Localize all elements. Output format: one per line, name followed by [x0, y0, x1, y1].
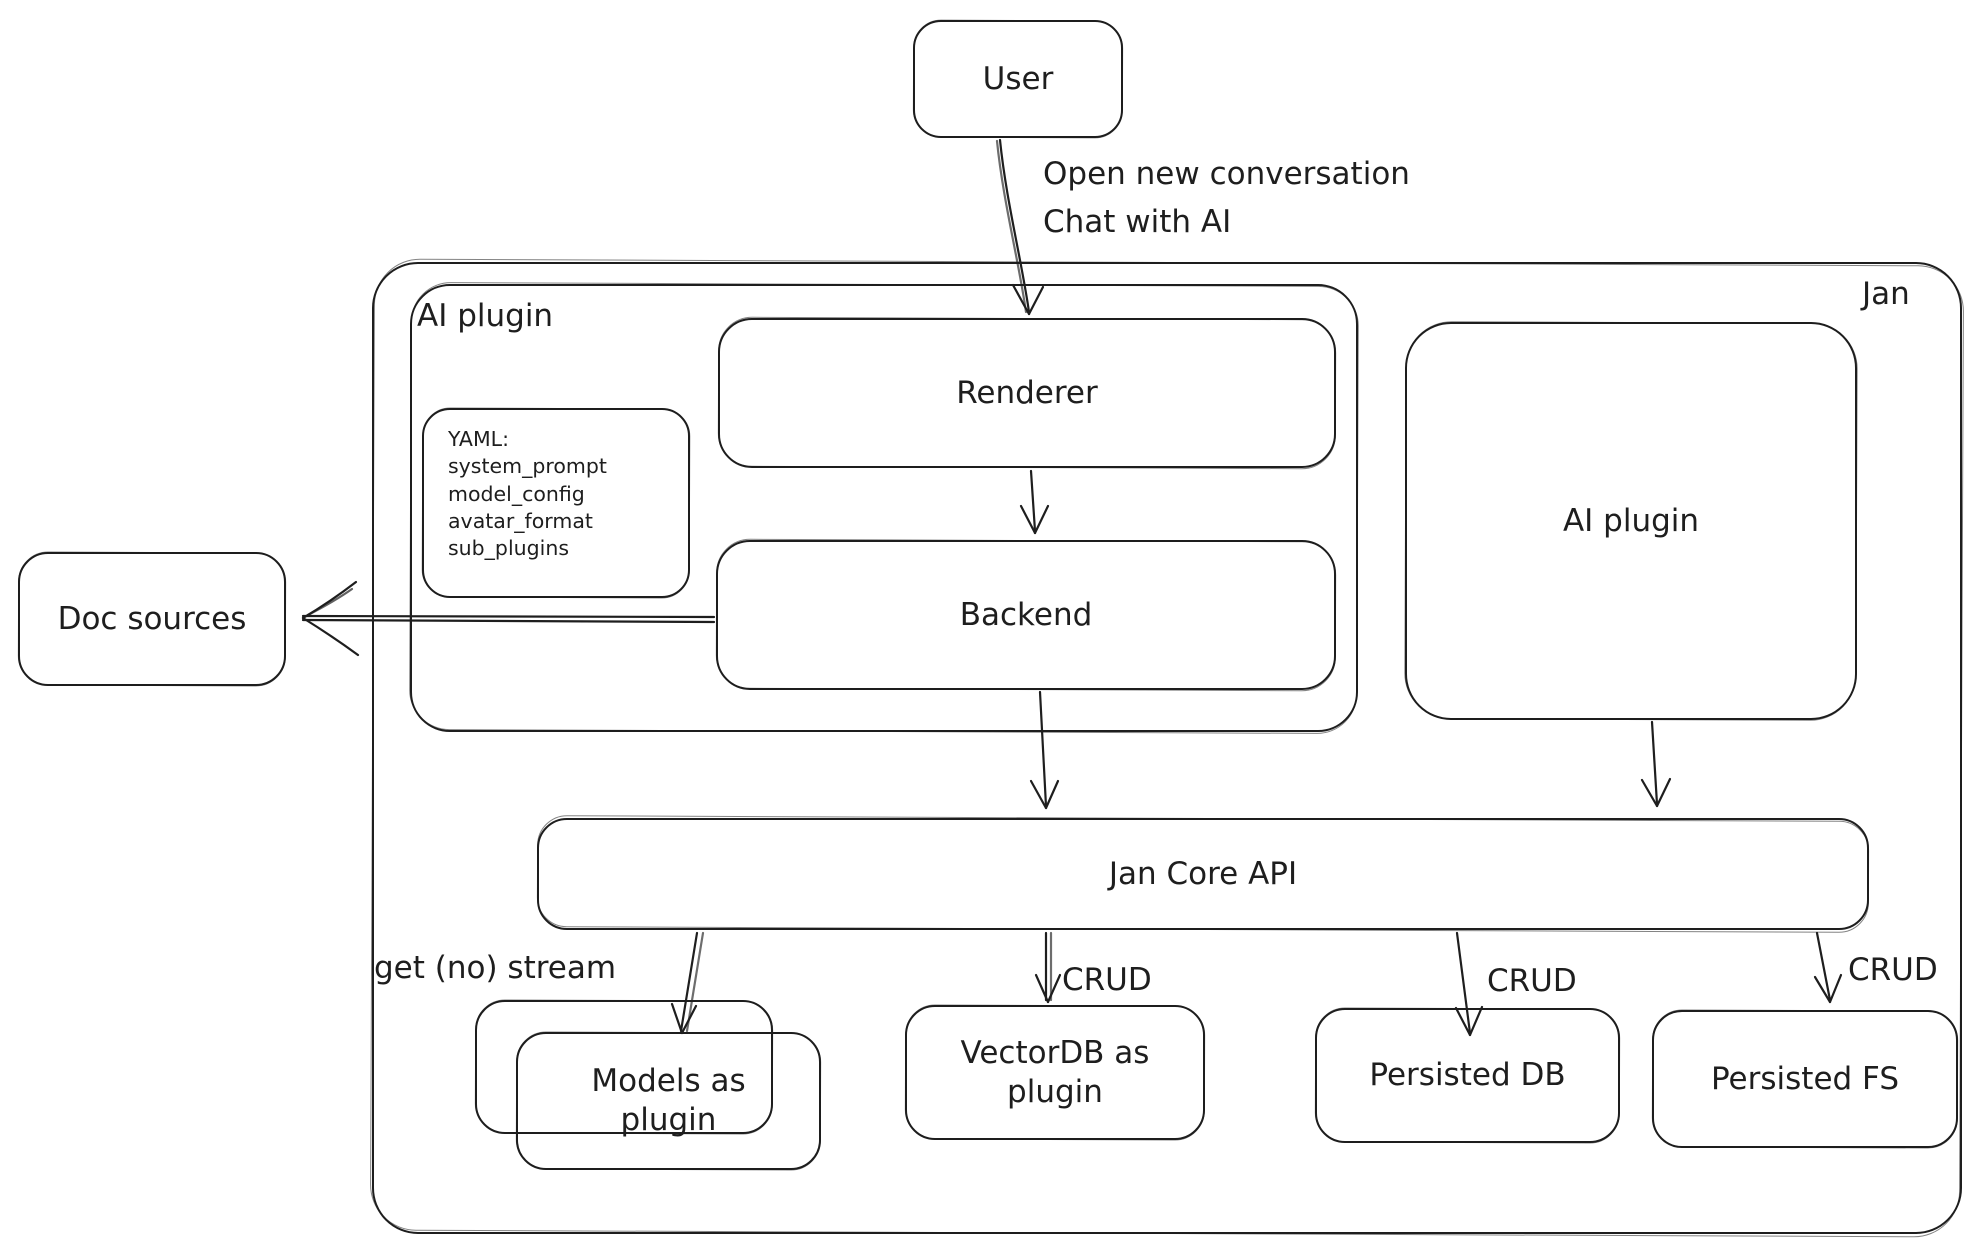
- jan-container-label: Jan: [1862, 276, 1910, 312]
- persisted-fs-node-label: Persisted FS: [1710, 1060, 1900, 1097]
- ai-plugin-group-box: [410, 284, 1358, 732]
- persisted-fs-node: Persisted FS: [1652, 1010, 1958, 1148]
- doc-sources-node-label: Doc sources: [57, 600, 247, 637]
- vectordb-node-label: VectorDB as plugin: [960, 1034, 1150, 1110]
- doc-sources-node: Doc sources: [18, 552, 286, 686]
- edge-label-get-no-stream: get (no) stream: [374, 950, 617, 986]
- yaml-note-line: sub_plugins: [448, 536, 570, 560]
- persisted-db-node-label: Persisted DB: [1369, 1057, 1566, 1094]
- yaml-note: YAML: system_prompt model_config avatar_…: [422, 408, 690, 598]
- yaml-note-line: avatar_format: [448, 508, 593, 533]
- ai-plugin-right-node: AI plugin: [1405, 322, 1857, 720]
- user-node: User: [913, 20, 1123, 138]
- edge-label-crud-fs: CRUD: [1848, 952, 1938, 988]
- yaml-note-line: system_prompt: [448, 454, 607, 479]
- models-as-plugin-node-label: Models as plugin: [591, 1063, 746, 1138]
- user-node-label: User: [982, 60, 1054, 97]
- jan-container-box: [372, 262, 1962, 1234]
- persisted-db-node: Persisted DB: [1315, 1008, 1620, 1143]
- ai-plugin-group-label: AI plugin: [417, 298, 554, 334]
- edge-label-crud-db: CRUD: [1487, 963, 1577, 999]
- edge-label-crud-vectordb: CRUD: [1062, 962, 1152, 998]
- jan-core-api-node: Jan Core API: [537, 818, 1869, 930]
- backend-node: Backend: [716, 540, 1336, 690]
- ai-plugin-right-node-label: AI plugin: [1562, 502, 1700, 539]
- edge-label-open-conversation: Open new conversation: [1043, 156, 1410, 192]
- renderer-node-label: Renderer: [956, 374, 1098, 411]
- backend-node-label: Backend: [959, 596, 1093, 633]
- jan-core-api-node-label: Jan Core API: [1108, 855, 1298, 892]
- yaml-note-title: YAML:: [448, 427, 509, 451]
- edge-label-chat-with-ai: Chat with AI: [1043, 204, 1232, 240]
- models-as-plugin-node: Models as plugin: [516, 1032, 821, 1170]
- yaml-note-line: model_config: [448, 481, 585, 506]
- vectordb-node: VectorDB as plugin: [905, 1005, 1205, 1140]
- renderer-node: Renderer: [718, 318, 1336, 468]
